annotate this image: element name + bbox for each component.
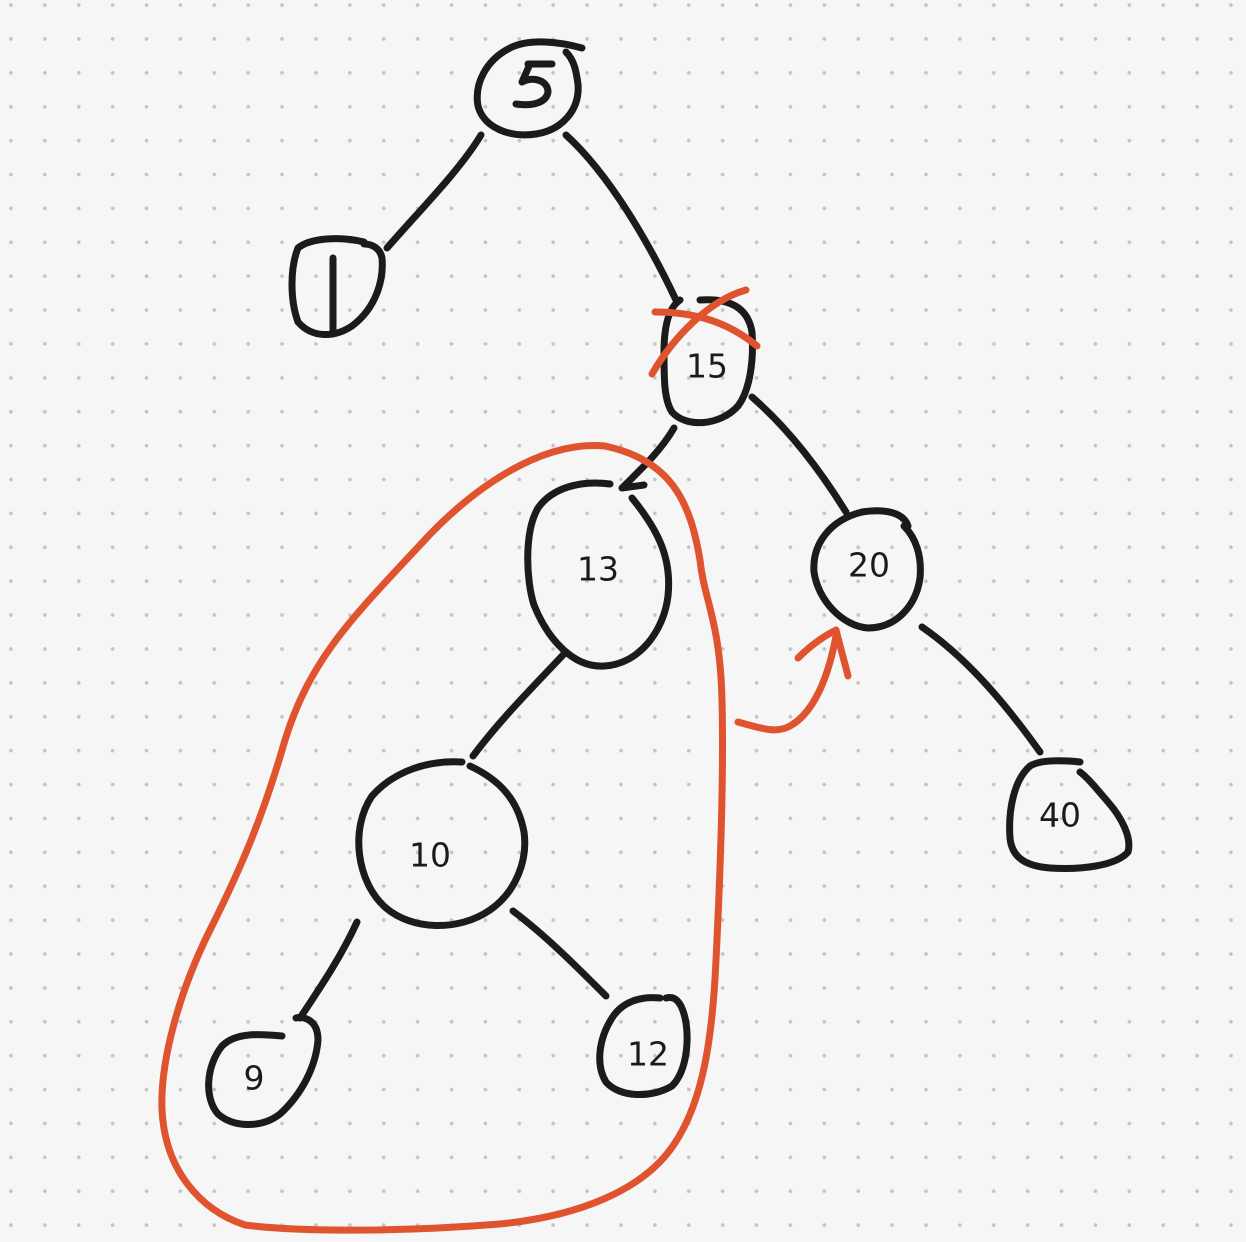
node-15-label: 15	[686, 347, 728, 386]
edge-20-40	[918, 623, 1044, 756]
node-13-circle	[524, 479, 673, 670]
subtree-outline	[158, 442, 727, 1234]
node-12-circle	[596, 994, 691, 1099]
edge-5-1	[383, 131, 485, 252]
annotations	[158, 286, 852, 1234]
strike-through-node-15	[648, 286, 761, 378]
node-10-label: 10	[409, 836, 451, 875]
node-20-circle	[810, 507, 924, 632]
node-12-label: 12	[627, 1035, 669, 1074]
node-13-label: 13	[577, 550, 619, 589]
edge-10-12	[509, 907, 610, 1000]
handwritten-glyphs	[329, 60, 556, 336]
node-20-label: 20	[848, 546, 890, 585]
node-1-circle	[288, 235, 386, 339]
move-arrow-head	[794, 626, 852, 680]
node-9-circle	[205, 1014, 322, 1128]
edge-15-20	[748, 393, 850, 516]
edge-5-15	[562, 131, 680, 304]
node-5-circle	[473, 38, 586, 139]
node-10-circle	[355, 758, 529, 929]
tree-edges	[296, 131, 1044, 1022]
edge-10-9	[296, 918, 361, 1022]
move-arrow-shaft	[734, 632, 840, 734]
node-40-circle	[1006, 757, 1133, 872]
edge-13-10	[469, 651, 567, 760]
tree-nodes	[205, 38, 1133, 1128]
node-5-handwritten-label	[512, 60, 556, 109]
node-9-label: 9	[244, 1059, 265, 1098]
node-labels: 15 13 20 10 40 9 12	[244, 347, 1082, 1098]
node-40-label: 40	[1039, 796, 1081, 835]
